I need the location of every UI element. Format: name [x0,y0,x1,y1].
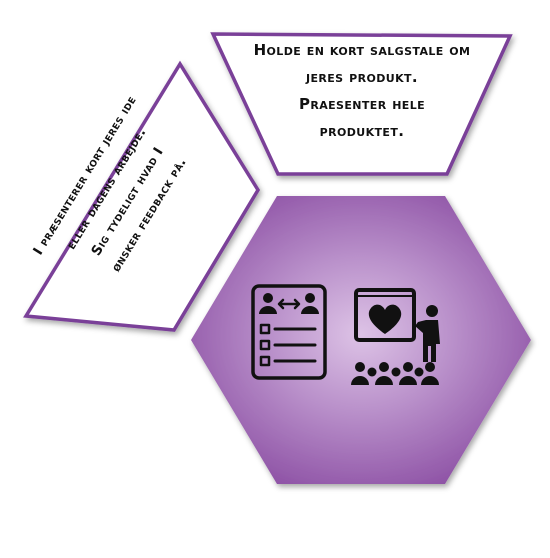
top-panel-line-4: produktet. [320,122,405,140]
top-panel: Holde en kort salgstale om jeres produkt… [210,32,513,176]
heart-icon [368,304,402,334]
top-panel-line-3: Praesenter hele [299,95,425,113]
top-panel-line-2: jeres produkt. [305,68,418,86]
left-panel-shape [23,60,261,332]
top-panel-line-1: Holde en kort salgstale om [254,41,471,59]
presentation-audience-icon [351,288,440,385]
top-panel-shape [210,32,513,176]
center-hexagon [191,196,531,484]
checklist-compare-icon [251,284,327,380]
